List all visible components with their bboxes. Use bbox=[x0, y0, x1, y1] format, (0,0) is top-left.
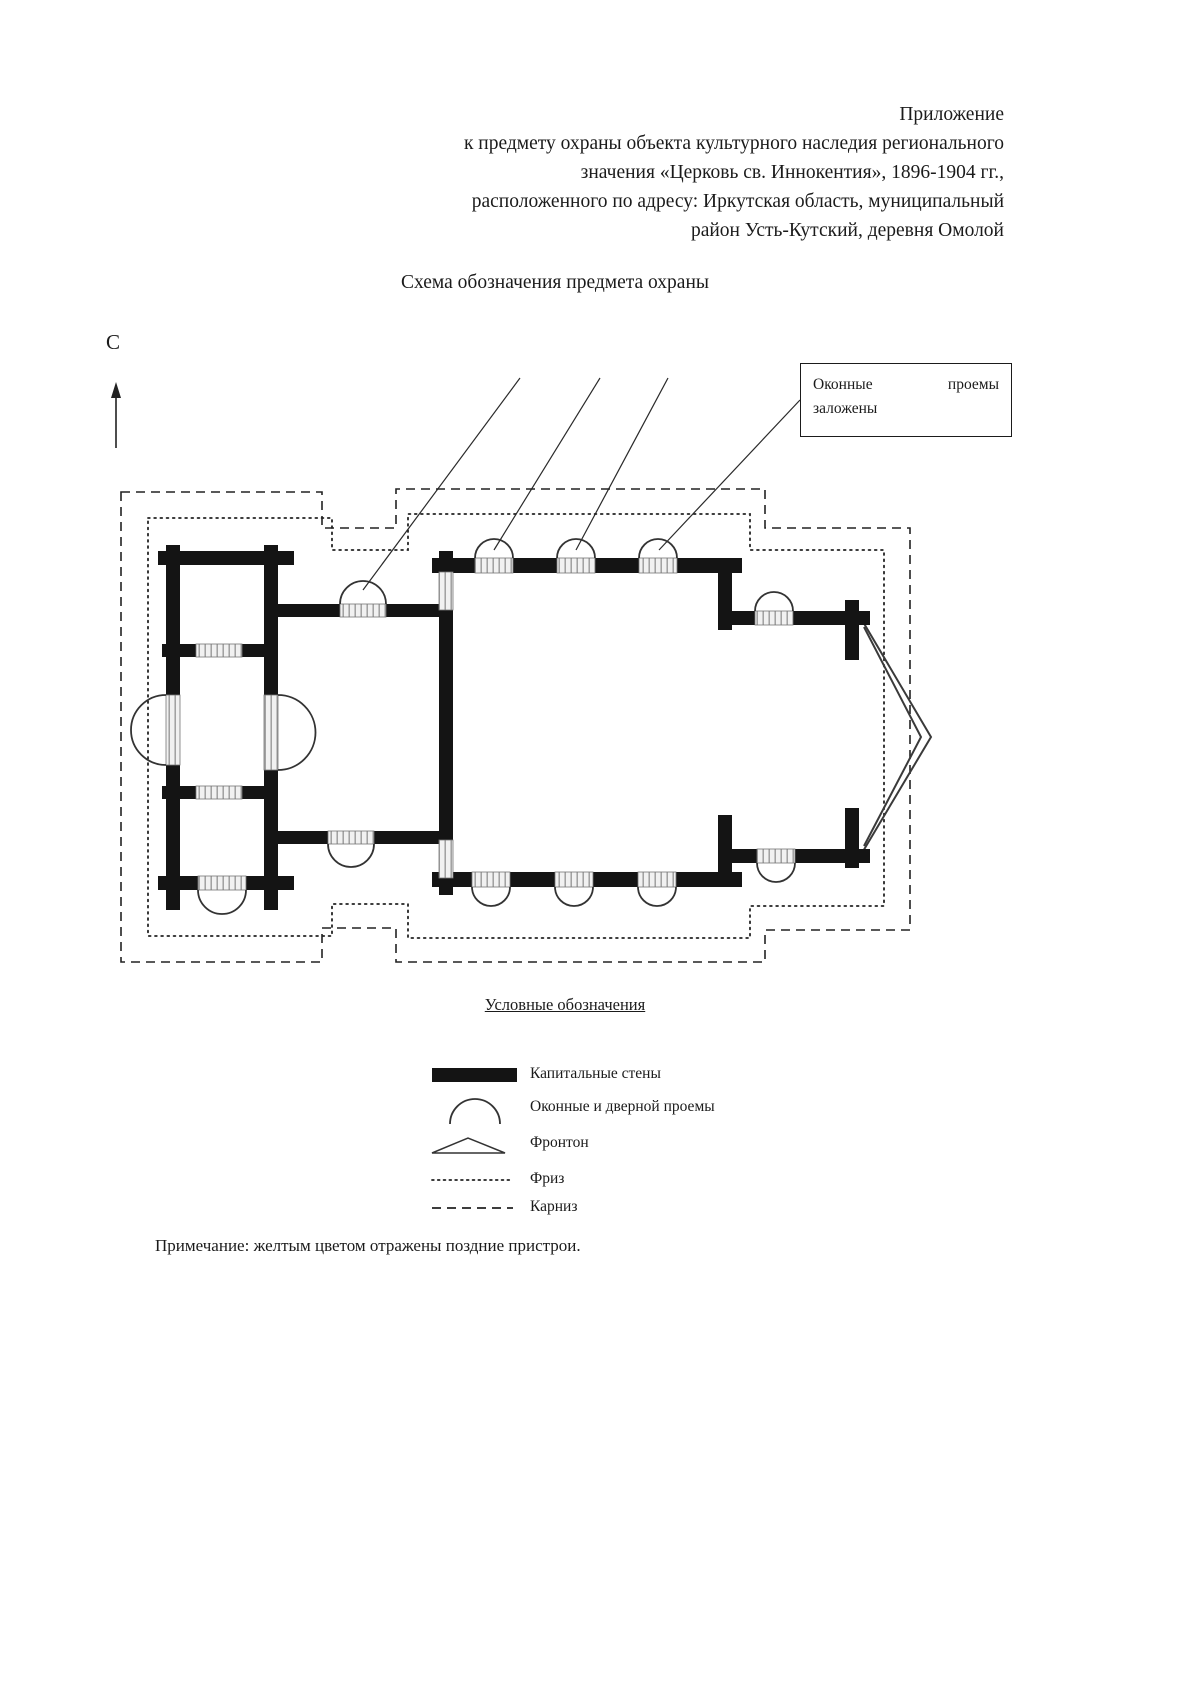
wall-openings-hatched bbox=[165, 557, 796, 891]
north-label: С bbox=[106, 330, 121, 354]
legend-label-capital-walls: Капитальные стены bbox=[530, 1065, 661, 1082]
legend-symbol-capital-walls bbox=[432, 1068, 517, 1082]
north-arrow-icon bbox=[111, 382, 121, 448]
header-line: расположенного по адресу: Иркутская обла… bbox=[471, 191, 1004, 212]
callout-leader-lines bbox=[362, 377, 801, 591]
legend-label-pediment: Фронтон bbox=[530, 1134, 589, 1151]
legend-label-openings: Оконные и дверной проемы bbox=[530, 1098, 715, 1115]
legend-label-cornice: Карниз bbox=[530, 1198, 578, 1215]
header-line: Приложение bbox=[899, 104, 1004, 125]
callout-line-2: заложены bbox=[813, 400, 878, 417]
cornice-outline bbox=[120, 488, 911, 963]
header-line: район Усть-Кутский, деревня Омолой bbox=[690, 220, 1004, 241]
apse-outline bbox=[858, 614, 933, 859]
header-line: значения «Церковь св. Иннокентия», 1896-… bbox=[580, 162, 1004, 183]
opening-arcs bbox=[130, 538, 796, 915]
frieze-outline bbox=[147, 513, 885, 939]
legend-title: Условные обозначения bbox=[484, 995, 646, 1014]
callout-word-1: Оконные bbox=[813, 376, 873, 393]
callout-blocked-windows: Оконные проемы заложены bbox=[800, 363, 1012, 437]
callout-word-2: проемы bbox=[947, 376, 999, 393]
legend-symbol-pediment bbox=[431, 1137, 506, 1154]
legend-symbol-opening-arc bbox=[449, 1098, 501, 1125]
page-title: Схема обозначения предмета охраны bbox=[400, 272, 710, 293]
appendix-header: Приложение к предмету охраны объекта кул… bbox=[274, 100, 1004, 245]
callout-line-1: Оконные проемы bbox=[813, 373, 999, 397]
header-line: к предмету охраны объекта культурного на… bbox=[463, 133, 1004, 154]
note: Примечание: желтым цветом отражены поздн… bbox=[155, 1236, 581, 1255]
legend-label-frieze: Фриз bbox=[530, 1170, 565, 1187]
